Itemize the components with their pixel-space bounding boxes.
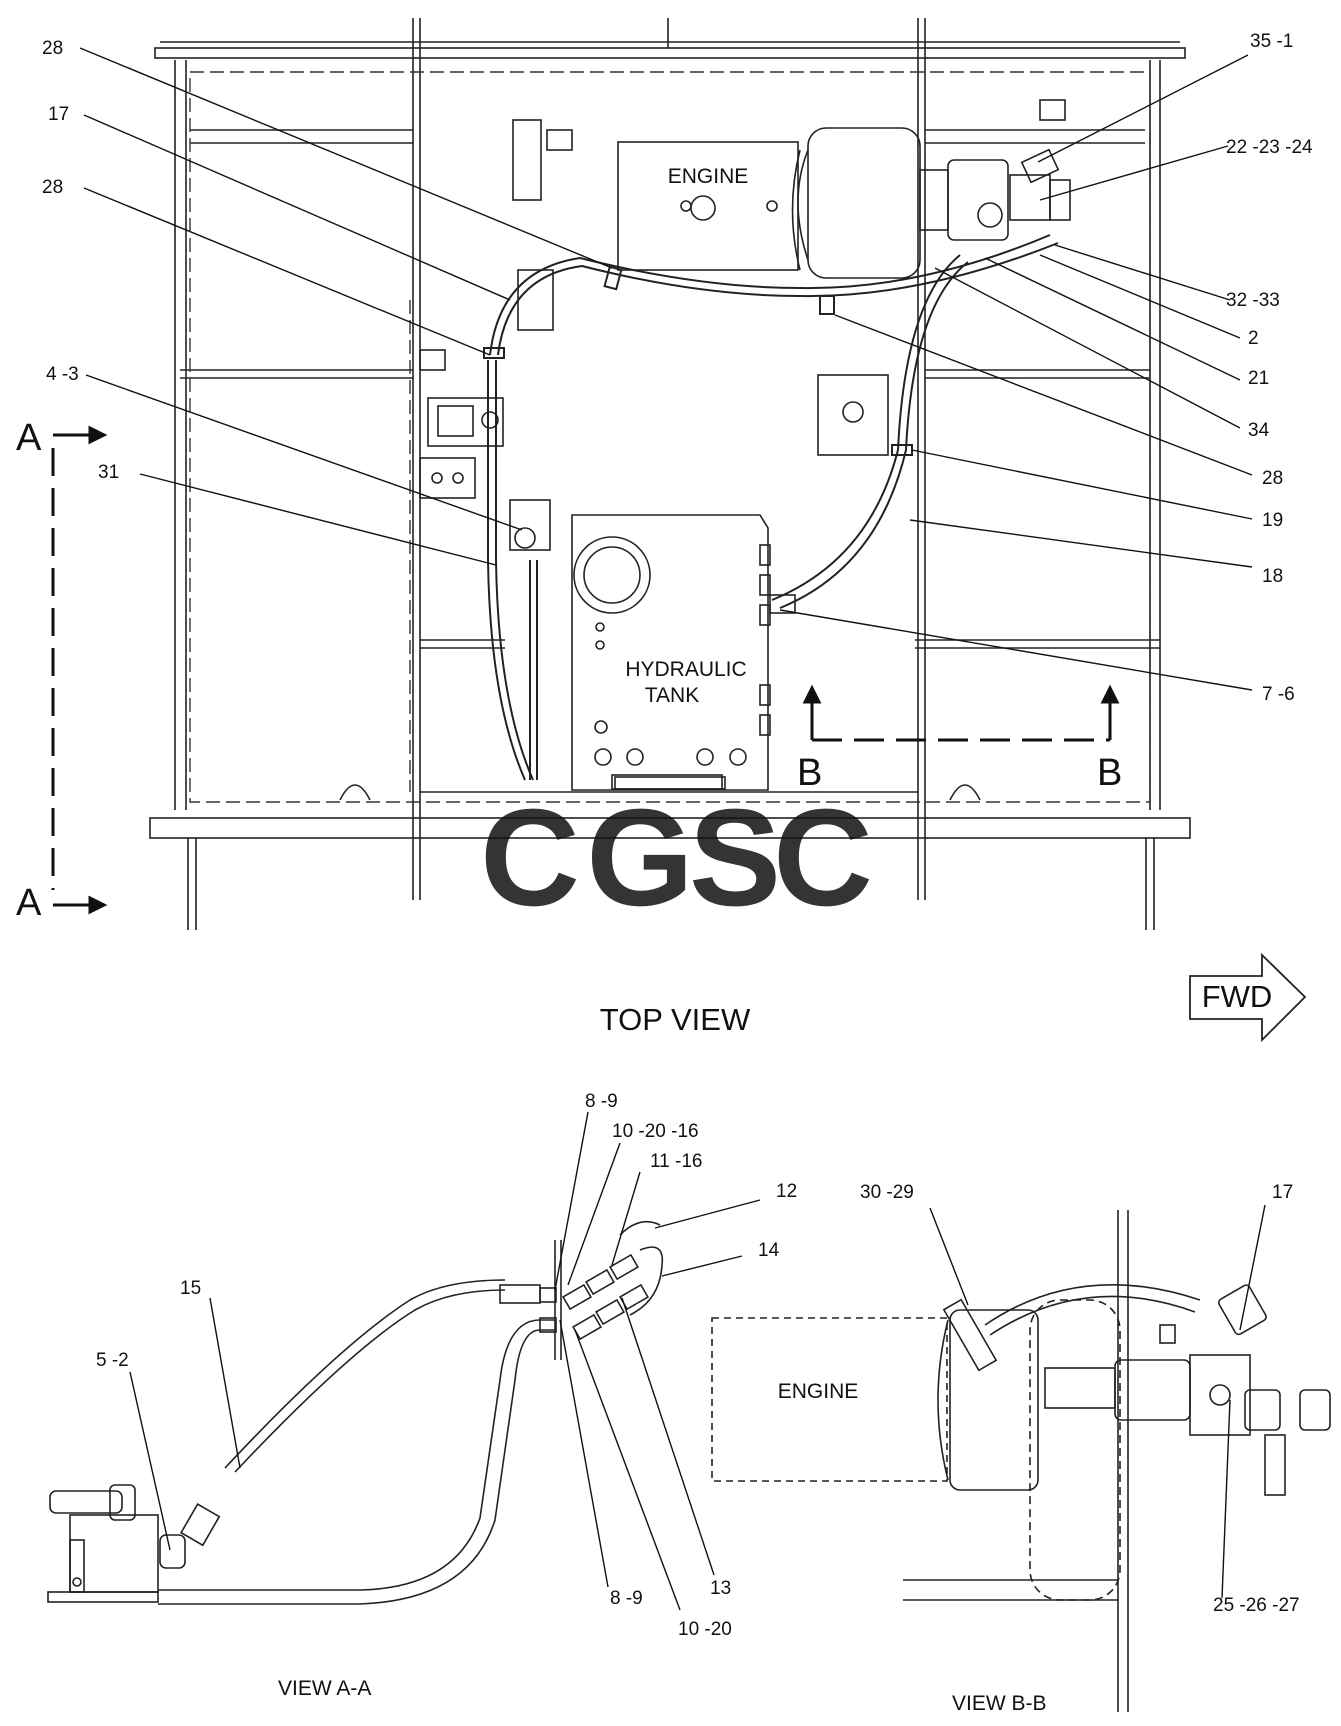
view-b-drawing [711, 1210, 1331, 1712]
section-b-line [802, 684, 1120, 742]
cgsc-watermark: C G S C [480, 781, 873, 935]
watermark-letter-c1: C [480, 781, 580, 935]
valve-assemblies [419, 119, 889, 551]
top-view-frame [149, 18, 1191, 930]
callout: 12 [776, 1181, 797, 1202]
callout: 10 -20 -16 [612, 1121, 699, 1142]
callout: 22 -23 -24 [1226, 137, 1313, 158]
watermark-letter-c2: C [773, 781, 873, 935]
callout: 34 [1248, 420, 1270, 441]
callout: 28 [42, 177, 63, 198]
callout: 25 -26 -27 [1213, 1595, 1300, 1616]
top-view-dashed-outline [189, 71, 1151, 803]
callout: 21 [1248, 368, 1269, 389]
view-b-leaders [929, 1204, 1266, 1599]
view-b-title: VIEW B-B [952, 1692, 1047, 1715]
engine-block [617, 127, 1071, 279]
top-view-callouts: 28 17 28 4 -3 31 35 -1 22 -23 -24 32 -33… [42, 31, 1313, 705]
watermark-letter-g: G [586, 781, 693, 935]
callout: 31 [98, 462, 119, 483]
view-a-title: VIEW A-A [278, 1677, 371, 1700]
hydraulic-tank-label-1: HYDRAULIC [625, 658, 746, 681]
callout: 8 -9 [610, 1588, 643, 1609]
view-b-callouts: 30 -29 17 25 -26 -27 [860, 1182, 1300, 1616]
section-a-line [51, 425, 108, 915]
callout: 32 -33 [1226, 290, 1280, 311]
callout: 11 -16 [650, 1151, 702, 1172]
view-a-leaders [129, 1111, 761, 1611]
hydraulic-tank-label-2: TANK [645, 684, 699, 707]
top-view-title: TOP VIEW [600, 1002, 751, 1037]
fwd-label: FWD [1202, 979, 1273, 1014]
callout: 18 [1262, 566, 1283, 587]
engine-label: ENGINE [668, 165, 749, 188]
callout: 4 -3 [46, 364, 79, 385]
callout: 2 [1248, 328, 1259, 349]
callout: 7 -6 [1262, 684, 1295, 705]
callout: 8 -9 [585, 1091, 618, 1112]
callout: 30 -29 [860, 1182, 914, 1203]
callout: 13 [710, 1578, 731, 1599]
section-a-top-label: A [16, 417, 42, 459]
callout: 17 [48, 104, 69, 125]
hydraulic-tank [571, 514, 796, 791]
hose-routing [483, 234, 1059, 781]
watermark-letter-s: S [689, 781, 781, 935]
callout: 28 [1262, 468, 1283, 489]
fwd-arrow-icon: FWD [1189, 952, 1307, 1043]
callout: 17 [1272, 1182, 1293, 1203]
view-b-engine-label: ENGINE [778, 1380, 859, 1403]
callout: 35 -1 [1250, 31, 1293, 52]
callout: 10 -20 [678, 1619, 732, 1640]
section-b-right-label: B [1097, 752, 1122, 794]
callout: 15 [180, 1278, 201, 1299]
section-a-bottom-label: A [16, 882, 42, 924]
callout: 5 -2 [96, 1350, 129, 1371]
callout: 14 [758, 1240, 780, 1261]
callout: 19 [1262, 510, 1283, 531]
view-a-callouts: 8 -9 10 -20 -16 11 -16 12 14 15 5 -2 8 -… [96, 1091, 797, 1640]
section-b-left-label: B [797, 752, 822, 794]
callout: 28 [42, 38, 63, 59]
view-a-drawing [47, 1220, 664, 1605]
top-view-leaders [79, 47, 1253, 691]
